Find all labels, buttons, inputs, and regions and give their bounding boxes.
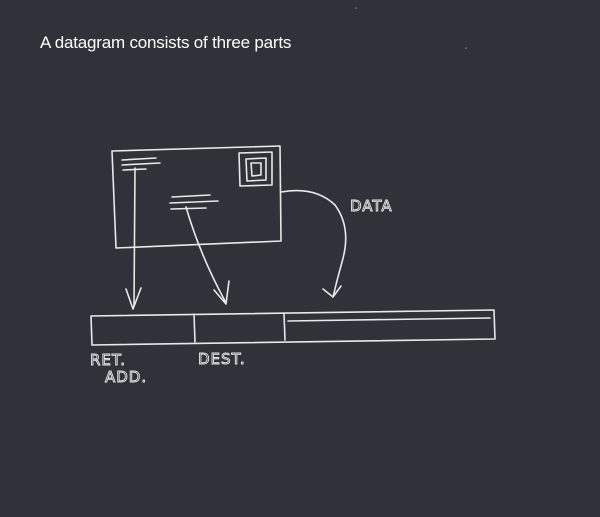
section-divider-2 — [283, 312, 286, 341]
board-speck — [355, 7, 357, 9]
stamp-core — [250, 162, 262, 177]
arrow-head — [213, 280, 230, 305]
destination-address-line — [169, 200, 219, 204]
board-speck — [465, 47, 467, 49]
arrow-shaft — [185, 206, 226, 302]
page-title: A datagram consists of three parts — [40, 33, 292, 52]
arrow-shaft — [133, 167, 136, 307]
return-address-label-line1: RET. — [90, 351, 126, 369]
destination-label: DEST. — [198, 350, 246, 368]
arrow-head — [322, 285, 342, 298]
stamp-inner — [245, 157, 267, 182]
envelope-outline — [111, 145, 282, 249]
return-address-arrow — [125, 167, 142, 310]
arrow-shaft — [280, 189, 347, 298]
data-label: DATA — [350, 197, 393, 215]
envelope-icon — [111, 145, 282, 249]
destination-address-line — [170, 207, 207, 210]
destination-arrow — [185, 206, 230, 305]
stamp-icon — [238, 151, 273, 187]
arrow-head — [125, 287, 142, 310]
destination-address-line — [171, 194, 211, 198]
data-arrow — [280, 189, 347, 298]
data-section-inner-line — [287, 317, 491, 322]
return-address-line — [121, 157, 157, 161]
return-address-line — [121, 162, 161, 166]
datagram-bar — [90, 309, 496, 346]
stamp-outer — [238, 151, 273, 187]
return-address-label-line2: ADD. — [105, 368, 147, 386]
datagram-bar-outline — [90, 309, 496, 346]
section-divider-1 — [193, 313, 196, 343]
